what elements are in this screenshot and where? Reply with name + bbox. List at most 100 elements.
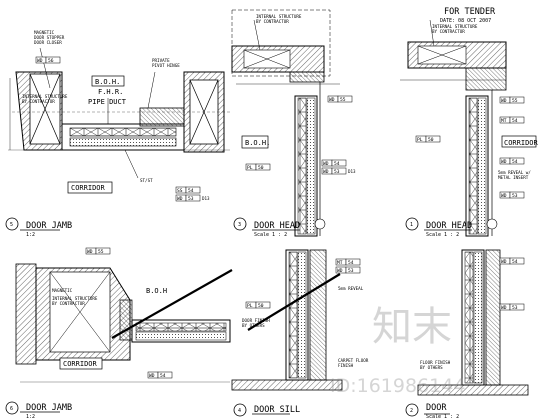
detail-number: 1 bbox=[410, 222, 413, 228]
detail-title: DOOR HEAD bbox=[254, 221, 300, 231]
labels: MAGNETIC DOOR STOPPER DOOR CLOSER WD 56 … bbox=[10, 7, 539, 420]
tag-number: 53 bbox=[348, 268, 354, 274]
note-magnetic-stopper-2: DOOR STOPPER bbox=[34, 35, 65, 40]
detail-scale: Scale 1 : 2 bbox=[254, 232, 287, 238]
tag-label: PL bbox=[247, 165, 253, 171]
tag-number: 54 bbox=[334, 161, 340, 167]
tag-label: WD bbox=[501, 193, 507, 199]
tag-number: 55 bbox=[98, 249, 104, 255]
tag-number: 54 bbox=[348, 260, 354, 266]
tag-label: SS bbox=[177, 188, 183, 194]
detail-3-door-head bbox=[231, 9, 353, 237]
for-tender-stamp: FOR TENDER bbox=[444, 7, 496, 17]
tag-number: 54 bbox=[160, 373, 166, 379]
note-carpet: CARPET FLOOR bbox=[338, 358, 369, 363]
boh-label: B.O.H. bbox=[95, 78, 120, 86]
detail-title: DOOR JAMB bbox=[26, 221, 72, 231]
note-reveal: 5mm REVEAL bbox=[338, 286, 364, 291]
note-private-hinge-2: PIVOT HINGE bbox=[152, 63, 180, 68]
note-magnetic: MAGNETIC bbox=[52, 288, 73, 293]
tag-label: WD bbox=[37, 58, 43, 64]
tag-number: 54 bbox=[188, 188, 194, 194]
pipe-duct-label: PIPE DUCT bbox=[88, 98, 127, 106]
tag-label: WD bbox=[329, 97, 335, 103]
note-internal-structure-2: BY CONTRACTOR bbox=[432, 29, 465, 34]
ref-label: D13 bbox=[202, 196, 210, 201]
detail-title: DOOR JAMB bbox=[26, 403, 72, 413]
tag-label: MT bbox=[501, 118, 507, 124]
corridor-label: CORRIDOR bbox=[71, 184, 106, 192]
tag-number: 53 bbox=[512, 305, 518, 311]
tag-number: 54 bbox=[512, 159, 518, 165]
detail-number: 6 bbox=[10, 406, 13, 412]
note-internal-structure: INTERNAL STRUCTURE bbox=[52, 296, 98, 301]
detail-4-door-sill bbox=[231, 249, 361, 417]
detail-scale: Scale 1 : 2 bbox=[426, 232, 459, 238]
tag-number: 50 bbox=[258, 165, 264, 171]
tag-number: 54 bbox=[512, 118, 518, 124]
tag-number: 53 bbox=[512, 193, 518, 199]
tag-label: WD bbox=[177, 196, 183, 202]
tag-number: 50 bbox=[428, 137, 434, 143]
note-private-hinge: PRIVATE bbox=[152, 58, 170, 63]
note-magnetic-stopper: MAGNETIC bbox=[34, 30, 55, 35]
ref-label: D13 bbox=[348, 169, 356, 174]
boh-label: B.O.H bbox=[146, 287, 167, 295]
detail-scale: Scale 1 : 2 bbox=[426, 414, 459, 420]
detail-number: 5 bbox=[10, 222, 13, 228]
tag-number: 54 bbox=[512, 259, 518, 265]
note-reveal-2: METAL INSERT bbox=[498, 175, 529, 180]
detail-scale: 1:2 bbox=[26, 232, 35, 238]
note-carpet-2: FINISH bbox=[338, 363, 354, 368]
tag-number: 50 bbox=[258, 303, 264, 309]
watermark: 知末 ID:161986144 bbox=[330, 304, 465, 397]
note-magnetic-stopper-3: DOOR CLOSER bbox=[34, 40, 62, 45]
note-reveal: 5mm REVEAL w/ bbox=[498, 170, 531, 175]
note-floor-finish: FLOOR FINISH bbox=[420, 360, 451, 365]
note-door-finish-2: BY OTHERS bbox=[242, 323, 265, 328]
note-internal-structure-2: BY CONTRACTOR bbox=[52, 301, 85, 306]
tag-number: 53 bbox=[188, 196, 194, 202]
watermark-id: ID:161986144 bbox=[330, 375, 465, 397]
detail-number: 3 bbox=[238, 222, 241, 228]
note-internal-structure: INTERNAL STRUCTURE bbox=[256, 14, 302, 19]
detail-title: DOOR HEAD bbox=[426, 221, 472, 231]
note-internal-structure: INTERNAL STRUCTURE bbox=[22, 94, 68, 99]
detail-number: 2 bbox=[410, 408, 413, 414]
tag-number: 55 bbox=[340, 97, 346, 103]
fhr-label: F.H.R. bbox=[98, 88, 123, 96]
note-internal-structure-2: BY CONTRACTOR bbox=[256, 19, 289, 24]
detail-number: 4 bbox=[238, 408, 241, 414]
watermark-logo: 知末 bbox=[372, 304, 452, 350]
tag-label: PL bbox=[417, 137, 423, 143]
tag-label: WD bbox=[501, 259, 507, 265]
note-detail: ST/ST bbox=[140, 178, 153, 183]
tag-label: WD bbox=[501, 159, 507, 165]
detail-scale: 1:2 bbox=[26, 414, 35, 420]
tag-number: 56 bbox=[48, 58, 54, 64]
note-door-finish: DOOR FINISH bbox=[242, 318, 270, 323]
detail-1-door-head bbox=[400, 19, 537, 237]
detail-2-door bbox=[405, 249, 529, 417]
tag-label: WD bbox=[149, 373, 155, 379]
detail-title: DOOR SILL bbox=[254, 405, 300, 415]
tag-label: WD bbox=[323, 161, 329, 167]
note-internal-structure-2: BY CONTRACTOR bbox=[22, 99, 55, 104]
date-stamp: DATE: 08 OCT 2007 bbox=[440, 18, 491, 24]
note-floor-finish-2: BY OTHERS bbox=[420, 365, 443, 370]
tag-label: WD bbox=[501, 305, 507, 311]
detail-title: DOOR bbox=[426, 403, 447, 413]
tag-number: 55 bbox=[512, 98, 518, 104]
corridor-label: CORRIDOR bbox=[63, 360, 98, 368]
tag-label: WD bbox=[337, 268, 343, 274]
tag-label: PL bbox=[247, 303, 253, 309]
boh-label: B.O.H. bbox=[245, 139, 270, 147]
detail-5-door-jamb bbox=[5, 47, 230, 231]
detail-6-door-jamb bbox=[5, 247, 233, 415]
tag-label: MT bbox=[337, 260, 343, 266]
corridor-label: CORRIDOR bbox=[504, 139, 539, 147]
tag-label: WD bbox=[323, 169, 329, 175]
note-internal-structure: INTERNAL STRUCTURE bbox=[432, 24, 478, 29]
